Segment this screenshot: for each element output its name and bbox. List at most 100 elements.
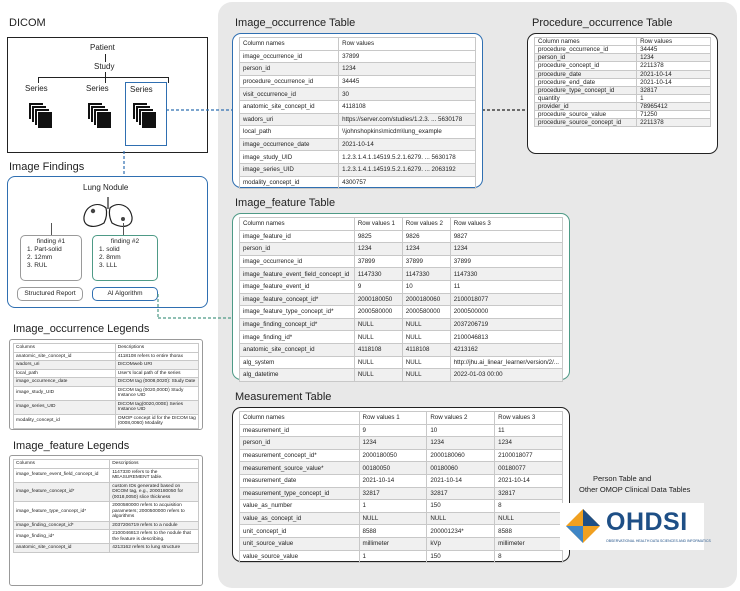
table-row-cell: NULL <box>353 368 403 382</box>
table-header-row-cell: Descriptions <box>114 343 200 353</box>
table-row-cell: 2100018077 <box>494 448 563 463</box>
table-row-cell: measurement_date <box>239 473 360 488</box>
table-row-cell: image_finding_id* <box>239 330 355 344</box>
table-row-cell: procedure_occurrence_id <box>238 74 340 89</box>
occ-legend-title: Image_occurrence Legends <box>13 323 150 335</box>
table-row-cell: 37899 <box>353 254 403 269</box>
table-row-cell: image_feature_concept_id* <box>12 481 111 503</box>
table-row-cell: image_series_UID <box>238 162 340 177</box>
table-row-cell: anatomic_site_concept_id <box>12 543 111 553</box>
table-row-cell: NULL <box>353 330 403 344</box>
series-images-1 <box>28 102 53 129</box>
table-row-cell: 1 <box>358 499 428 513</box>
table-row-cell: 32817 <box>494 486 563 501</box>
table-row-cell: 37899 <box>338 49 476 64</box>
table-row-cell: 4118108 <box>353 342 403 357</box>
findings-title: Image Findings <box>9 161 85 173</box>
structured-report-box: Structured Report <box>17 287 83 301</box>
table-row: image_feature_concept_id*custom IDs gene… <box>12 481 199 503</box>
table-row-cell: \\johnshopkins\micdm\lung_example <box>338 125 476 139</box>
table-row-cell: 1234 <box>494 436 563 450</box>
table-row-cell: NULL <box>426 511 496 526</box>
study-label: Study <box>94 62 115 71</box>
table-row-cell: 150 <box>426 549 496 564</box>
table-row-cell: 2211378 <box>636 118 711 128</box>
table-row-cell: image_study_UID <box>13 385 116 401</box>
meas-table-title: Measurement Table <box>235 391 332 403</box>
table-row-cell: 2037206719 refers to a nodule <box>109 520 199 531</box>
table-row-cell: image_series_UID <box>13 399 116 415</box>
table-row-cell: DICOM tag(0020,000E) Series Instance UID <box>114 399 200 415</box>
table-row-cell: 1234 <box>353 242 403 256</box>
table-row-cell: 00180060 <box>426 461 496 475</box>
table-row: image_feature_type_concept_id*2000580000… <box>239 305 564 319</box>
table-row-cell: image_study_UID <box>238 150 340 164</box>
table-header-row-cell: Columns <box>13 343 116 353</box>
table-row-cell: 1147330 <box>353 267 403 281</box>
table-row-cell: 1147330 <box>401 267 451 281</box>
table-header-row-cell: Row values 3 <box>494 411 563 425</box>
selected-series-box <box>125 82 167 146</box>
table-row-cell: alg_datetime <box>239 368 355 382</box>
table-row-cell: 1234 <box>358 436 428 450</box>
table-row-cell: 2000180050 <box>353 292 403 307</box>
table-row-cell: anatomic_site_concept_id <box>239 342 355 357</box>
finding-2-item: 1. solid <box>99 246 120 254</box>
table-row-cell: 4118108 <box>401 342 451 357</box>
table-row-cell: NULL <box>401 368 451 382</box>
table-row-cell: image_feature_event_id <box>239 279 355 294</box>
table-row-cell: NULL <box>353 317 403 332</box>
table-row-cell: 200001234* <box>426 524 496 538</box>
table-row-cell: 1 <box>636 93 711 104</box>
table-row-cell: 71250 <box>636 110 711 120</box>
table-header-row-cell: Column names <box>239 411 360 425</box>
table-row-cell: person_id <box>239 242 355 256</box>
table-row-cell: 2021-10-14 <box>636 77 711 87</box>
finding-1-title: finding #1 <box>36 238 66 245</box>
table-row-cell: 150 <box>426 499 496 513</box>
table-row-cell: 9 <box>353 279 403 294</box>
table-row-cell: value_source_value <box>239 549 360 564</box>
table-row-cell: 9827 <box>449 229 564 244</box>
table-row-cell: 11 <box>449 279 564 294</box>
table-row-cell: millimeter <box>358 536 428 551</box>
table-row-cell: 2000180060 <box>426 448 496 463</box>
table-row-cell: 32817 <box>358 486 428 501</box>
table-row-cell: alg_system <box>239 355 355 370</box>
finding-1-item: 1. Part-solid <box>27 246 62 254</box>
table-row-cell: image_feature_event_field_concept_id <box>12 467 111 483</box>
table-row-cell: value_as_concept_id <box>239 511 360 526</box>
table-row-cell: 2021-10-14 <box>636 69 711 79</box>
table-row-cell: 1234 <box>338 62 476 76</box>
table-row-cell: NULL <box>401 317 451 332</box>
ohdsi-tagline: OBSERVATIONAL HEALTH DATA SCIENCES AND I… <box>606 539 711 543</box>
lung-nodule-label: Lung Nodule <box>83 183 129 192</box>
series-label-2: Series <box>86 84 109 93</box>
table-row-cell: 9826 <box>401 229 451 244</box>
table-row-cell: procedure_end_date <box>533 77 638 87</box>
table-row-cell: https://server.com/studies/1.2.3. ... 56… <box>338 112 476 127</box>
table-row-cell: anatomic_site_concept_id <box>238 99 340 114</box>
table-row-cell: 2000580000 <box>401 305 451 319</box>
table-row-cell: NULL <box>401 355 451 370</box>
table-row-cell: 2100046813 refers to the nodule that the… <box>109 529 199 545</box>
table-row-cell: procedure_source_value <box>533 110 638 120</box>
table-row-cell: kVp <box>426 536 496 551</box>
table-row-cell: measurement_id <box>239 423 360 438</box>
